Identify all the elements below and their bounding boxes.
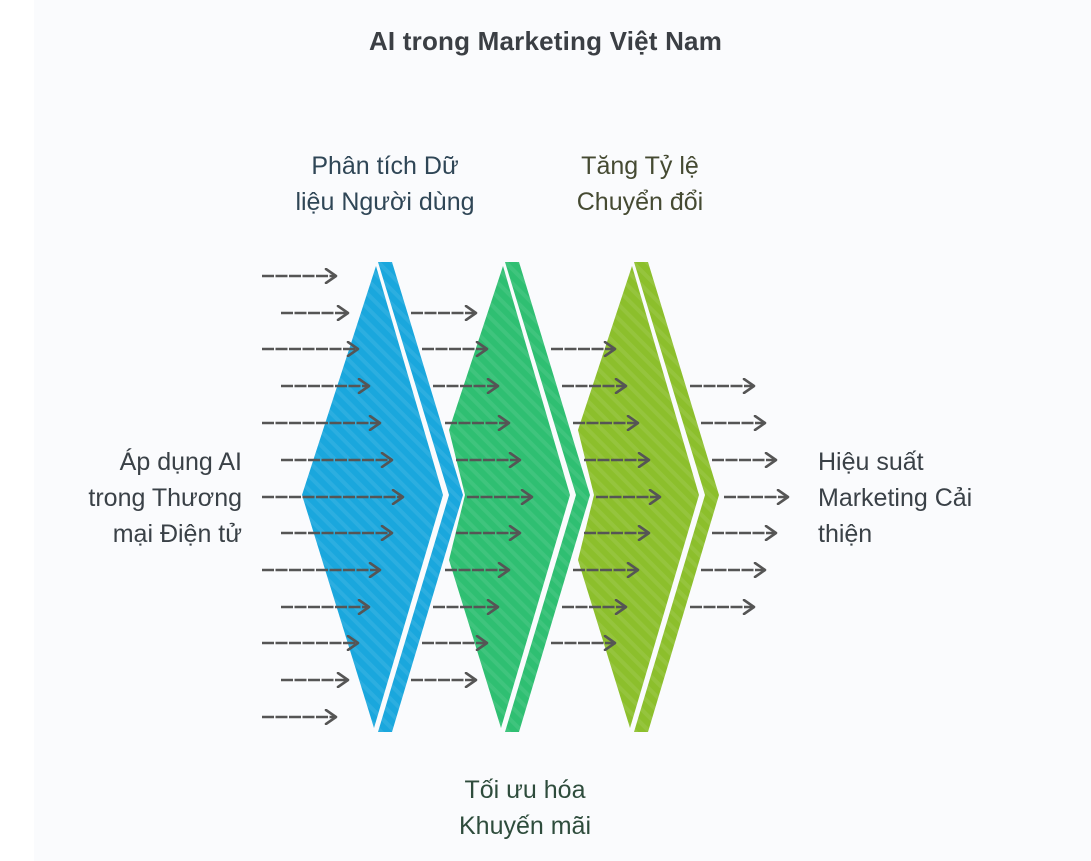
stage-1-band-pattern	[378, 262, 463, 732]
stage-2-to-3-arrows	[551, 349, 660, 643]
output-label-line: Marketing Cải	[818, 484, 973, 512]
stage-2-label-line: Tối ưu hóa	[464, 776, 586, 804]
diagram-title: AI trong Marketing Việt Nam	[368, 26, 723, 56]
input-label: Áp dụng AI trong Thương mại Điện tử	[30, 444, 242, 552]
input-arrows	[262, 276, 403, 717]
output-label-line: Hiệu suất	[818, 448, 924, 476]
stage-3-label-line: Chuyển đổi	[576, 188, 704, 216]
stage-1-to-2-arrows	[411, 313, 532, 680]
output-label-line: thiện	[818, 520, 873, 548]
input-label-line: mại Điện tử	[112, 520, 242, 548]
input-label-line: trong Thương	[88, 484, 242, 512]
input-label-line: Áp dụng AI	[119, 448, 242, 476]
stage-3-band-pattern	[634, 262, 719, 732]
stage-1-label-line: Phân tích Dữ	[311, 152, 459, 180]
stage-2-label-line: Khuyến mãi	[458, 812, 592, 840]
stage-2-band-pattern	[505, 262, 590, 732]
stage-1-label-line: liệu Người dùng	[295, 188, 475, 216]
stage-2-label: Tối ưu hóa Khuyến mãi	[420, 772, 630, 844]
stage-1-label: Phân tích Dữ liệu Người dùng	[250, 148, 520, 220]
stage-3-label-line: Tăng Tỷ lệ	[581, 152, 699, 180]
output-arrows	[690, 386, 788, 607]
output-label: Hiệu suất Marketing Cải thiện	[818, 444, 1058, 552]
stage-3-label: Tăng Tỷ lệ Chuyển đổi	[525, 148, 755, 220]
